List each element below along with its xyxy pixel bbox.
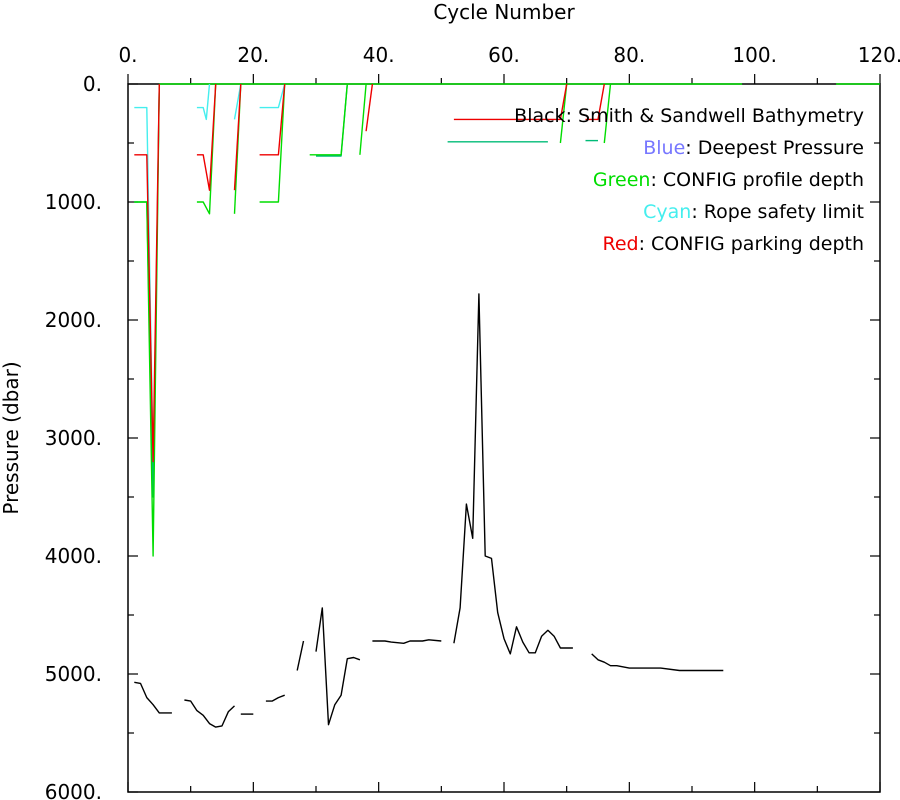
y-tick-label: 4000. (45, 544, 102, 568)
series-line-0 (315, 607, 361, 726)
x-tick-label: 80. (613, 43, 645, 67)
legend-entry: Blue: Deepest Pressure (643, 137, 864, 159)
series-line-4 (453, 83, 568, 121)
legend-color-word: Green (593, 169, 651, 191)
series-line-4 (365, 83, 374, 132)
y-tick-label: 6000. (45, 780, 102, 800)
series-line-0 (591, 653, 724, 672)
series-layer (134, 83, 880, 728)
series-line-4 (196, 83, 217, 191)
series-line-0 (265, 694, 285, 702)
y-tick-label: 2000. (45, 308, 102, 332)
y-tick-label: 5000. (45, 662, 102, 686)
series-line-4 (233, 83, 242, 191)
x-tick-label: 100. (732, 43, 777, 67)
x-tick-label: 60. (488, 43, 520, 67)
legend-color-word: Blue (643, 137, 685, 159)
legend-entry: Red: CONFIG parking depth (602, 233, 864, 255)
y-axis-title: Pressure (dbar) (0, 361, 23, 514)
series-line-2 (259, 83, 286, 203)
x-axis-title: Cycle Number (433, 0, 575, 24)
legend-description: : CONFIG profile depth (650, 169, 864, 191)
series-line-0 (184, 699, 235, 728)
series-line-4 (585, 83, 605, 121)
legend-entry: Green: CONFIG profile depth (593, 169, 864, 191)
y-tick-label: 0. (83, 72, 102, 96)
series-line-0 (296, 640, 305, 671)
series-line-0 (453, 293, 573, 655)
series-line-2 (309, 83, 348, 156)
legend-description: : Rope safety limit (691, 201, 864, 223)
legend-description: : Smith & Sandwell Bathymetry (566, 105, 864, 127)
tick-labels-group: 0. 20. 40. 60. 80. 100. 120. 0. 1000. 2000. 3000. 4… (45, 43, 900, 800)
series-line-4 (259, 83, 286, 156)
legend-color-word: Cyan (643, 201, 691, 223)
legend: Black: Smith & Sandwell BathymetryBlue: … (514, 105, 864, 255)
x-tick-label: 20. (237, 43, 269, 67)
series-line-2 (134, 83, 160, 557)
series-line-2 (603, 83, 612, 144)
y-tick-label: 1000. (45, 190, 102, 214)
legend-description: : CONFIG parking depth (639, 233, 864, 255)
legend-description: : Deepest Pressure (685, 137, 864, 159)
series-line-2 (359, 83, 367, 155)
series-line-0 (134, 681, 172, 714)
legend-color-word: Black (514, 105, 565, 127)
legend-color-word: Red (602, 233, 638, 255)
series-line-3 (259, 83, 286, 109)
series-line-2 (196, 83, 217, 215)
y-tick-label: 3000. (45, 426, 102, 450)
series-line-0 (372, 639, 442, 644)
legend-entry: Black: Smith & Sandwell Bathymetry (514, 105, 864, 127)
series-line-4 (134, 83, 160, 463)
x-tick-label: 0. (118, 43, 137, 67)
series-line-3 (196, 83, 211, 121)
x-tick-label: 120. (858, 43, 900, 67)
x-tick-label: 40. (363, 43, 395, 67)
legend-entry: Cyan: Rope safety limit (643, 201, 864, 223)
